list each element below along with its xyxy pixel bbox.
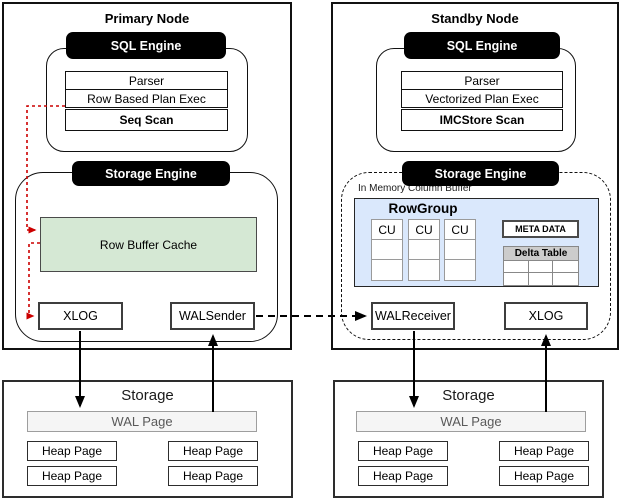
- standby-xlog-box: XLOG: [504, 302, 588, 330]
- cu-table: CU: [371, 219, 403, 281]
- cu-cell: [445, 240, 475, 260]
- standby-parser-box: Parser: [401, 71, 563, 90]
- heap-page-box: Heap Page: [499, 441, 589, 461]
- standby-node-title: Standby Node: [431, 11, 519, 26]
- cu-cell: [372, 240, 402, 260]
- walreceiver-box: WALReceiver: [371, 302, 455, 330]
- meta-data-box: META DATA: [502, 220, 579, 238]
- standby-storage-engine-header: Storage Engine: [402, 161, 559, 186]
- delta-table-grid: [504, 261, 578, 285]
- heap-page-box: Heap Page: [168, 441, 258, 461]
- heap-page-box: Heap Page: [27, 441, 117, 461]
- cu-table: CU: [408, 219, 440, 281]
- heap-page-box: Heap Page: [358, 441, 448, 461]
- row-buffer-cache-box: Row Buffer Cache: [40, 217, 257, 272]
- heap-page-box: Heap Page: [358, 466, 448, 486]
- cu-cell: [372, 260, 402, 280]
- rowgroup-title: RowGroup: [388, 201, 458, 216]
- imcstore-scan-box: IMCStore Scan: [401, 109, 563, 131]
- primary-node-title: Primary Node: [104, 11, 190, 26]
- primary-parser-box: Parser: [65, 71, 228, 90]
- primary-wal-page-box: WAL Page: [27, 411, 257, 432]
- standby-sql-engine-header: SQL Engine: [404, 32, 560, 59]
- vectorized-plan-exec-box: Vectorized Plan Exec: [401, 89, 563, 108]
- primary-seq-scan-box: Seq Scan: [65, 109, 228, 131]
- cu-header: CU: [409, 220, 439, 240]
- cu-table: CU: [444, 219, 476, 281]
- primary-row-based-plan-exec-box: Row Based Plan Exec: [65, 89, 228, 108]
- delta-table-header: Delta Table: [504, 247, 578, 261]
- cu-cell: [409, 240, 439, 260]
- primary-sql-engine-header: SQL Engine: [66, 32, 226, 59]
- primary-storage-engine-header: Storage Engine: [72, 161, 230, 186]
- cu-header: CU: [372, 220, 402, 240]
- delta-cell: [528, 273, 554, 285]
- cu-header: CU: [445, 220, 475, 240]
- cu-cell: [409, 260, 439, 280]
- heap-page-box: Heap Page: [27, 466, 117, 486]
- primary-xlog-box: XLOG: [38, 302, 123, 330]
- in-memory-column-buffer-label: In Memory Column Buffer: [358, 183, 472, 194]
- standby-wal-page-box: WAL Page: [356, 411, 586, 432]
- standby-storage-title: Storage: [442, 387, 495, 404]
- delta-cell: [553, 273, 578, 285]
- delta-cell: [504, 261, 529, 273]
- primary-storage-title: Storage: [121, 387, 174, 404]
- delta-cell: [528, 261, 554, 273]
- walsender-box: WALSender: [170, 302, 255, 330]
- delta-cell: [553, 261, 578, 273]
- delta-cell: [504, 273, 529, 285]
- heap-page-box: Heap Page: [168, 466, 258, 486]
- delta-table: Delta Table: [503, 246, 579, 286]
- heap-page-box: Heap Page: [499, 466, 589, 486]
- cu-cell: [445, 260, 475, 280]
